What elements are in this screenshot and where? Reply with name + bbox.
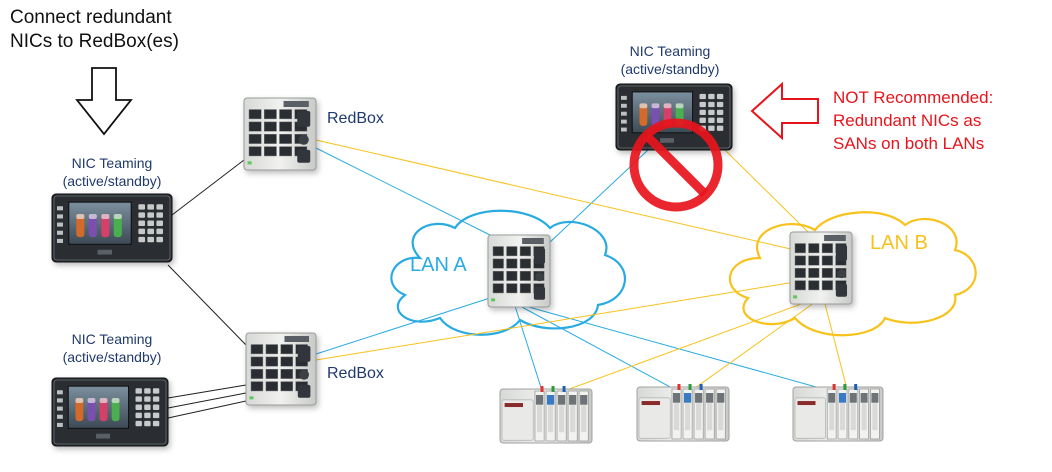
nic-teaming-title: NIC Teaming — [629, 43, 711, 59]
nic-teaming-label: NIC Teaming (active/standby) — [621, 42, 720, 78]
nic-teaming-title: NIC Teaming — [71, 155, 153, 171]
redbox-switch — [245, 332, 317, 406]
lan-b-label: LAN B — [870, 232, 928, 254]
lan-a-link — [519, 305, 686, 396]
redbox-switch — [243, 97, 317, 171]
lan-b-lines — [315, 139, 849, 399]
instruction-line: Connect redundant — [10, 7, 172, 28]
nic-teaming-title: NIC Teaming — [71, 331, 153, 347]
instruction-text: Connect redundant NICs to RedBox(es) — [10, 6, 179, 54]
lan-b-switch — [789, 231, 853, 305]
plc-controller — [792, 384, 884, 442]
left-arrow-icon — [750, 81, 819, 141]
lan-b-link — [315, 281, 796, 361]
lan-a-link — [514, 305, 546, 401]
warning-line: Redundant NICs as — [833, 111, 982, 130]
prohibited-icon — [629, 118, 723, 212]
plc-controller — [499, 386, 593, 444]
lan-b-link — [544, 299, 813, 399]
nic-teaming-label: NIC Teaming (active/standby) — [63, 330, 162, 366]
black-connector-lines — [167, 159, 247, 419]
connector-line — [171, 159, 245, 216]
lan-a-link — [315, 147, 491, 236]
nic-teaming-mode: (active/standby) — [620, 61, 720, 77]
nic-teaming-mode: (active/standby) — [62, 349, 162, 365]
redbox-label: RedBox — [327, 110, 384, 127]
nic-teaming-mode: (active/standby) — [62, 173, 162, 189]
lan-b-link — [687, 299, 819, 394]
nic-teaming-label: NIC Teaming (active/standby) — [63, 154, 162, 190]
plc-controller — [636, 384, 730, 442]
connector-line — [167, 384, 247, 399]
warning-line: SANs on both LANs — [833, 134, 985, 153]
down-arrow-icon — [75, 67, 133, 136]
lan-b-link — [724, 149, 809, 233]
instruction-line: NICs to RedBox(es) — [10, 31, 179, 52]
hmi-panel — [51, 193, 173, 263]
hmi-panel — [51, 377, 169, 447]
redbox-label: RedBox — [327, 365, 384, 382]
connector-line — [167, 392, 247, 409]
warning-text: NOT Recommended: Redundant NICs as SANs … — [833, 86, 993, 155]
lan-a-switch — [487, 234, 551, 308]
warning-line: NOT Recommended: — [833, 88, 994, 107]
connector-line — [167, 264, 247, 346]
lan-a-link — [315, 297, 491, 355]
lan-b-link — [315, 139, 796, 251]
lan-a-link — [524, 305, 846, 396]
connector-line — [167, 400, 247, 419]
lan-a-label: LAN A — [410, 254, 467, 276]
lan-b-link — [823, 299, 849, 394]
